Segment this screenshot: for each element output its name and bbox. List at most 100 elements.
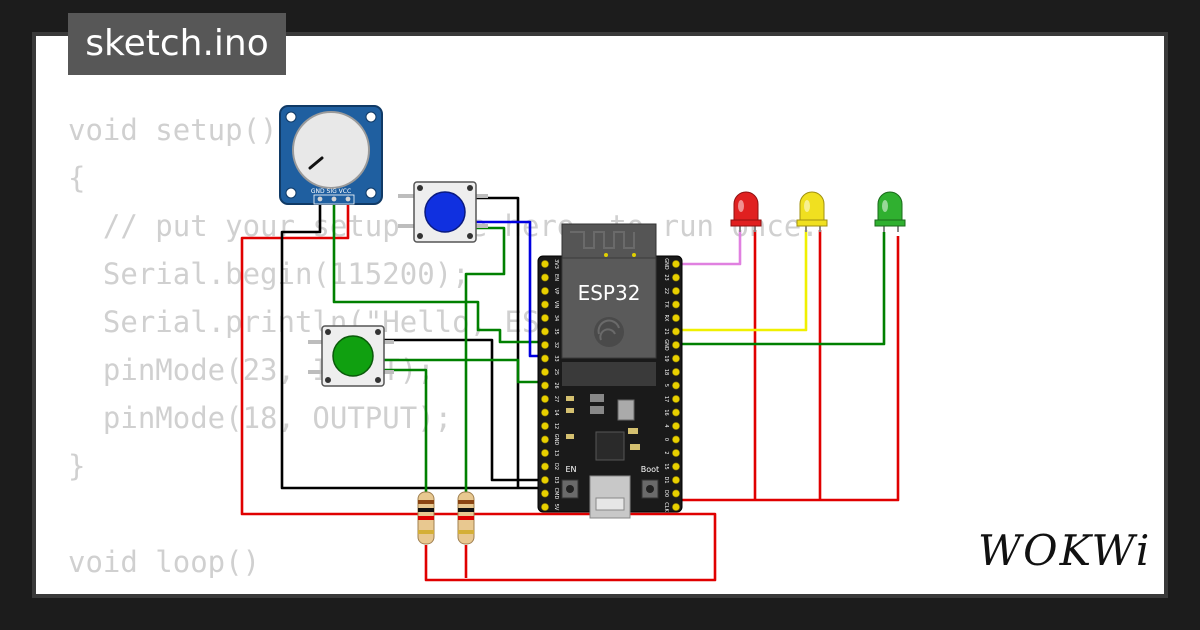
pin-pad[interactable] [541,287,549,295]
pin-pad[interactable] [672,327,680,336]
resistor[interactable] [457,491,475,545]
wire-black[interactable] [280,196,540,490]
code-line: } [68,449,86,483]
en-button-label: EN [565,465,576,474]
pin-pad[interactable] [672,489,680,498]
pin-label: 33 [553,355,559,361]
pin-pad[interactable] [541,489,549,498]
pin-pad[interactable] [672,462,680,471]
pin-label: 5V [553,504,559,511]
pin-pad[interactable] [541,395,549,403]
wire-green[interactable] [332,196,540,344]
pin-pad[interactable] [672,287,680,295]
pot-pin-label: GND SIG VCC [311,188,351,195]
pin-pad[interactable] [672,273,680,282]
pin-pad[interactable] [541,341,549,349]
usb-chip [595,431,625,461]
pin-pad[interactable] [541,422,549,430]
pin-label: 26 [553,382,559,388]
pin-label: D3 [553,476,559,483]
pin-label: 34 [553,315,559,321]
pin-pad[interactable] [541,327,549,336]
green-led[interactable] [874,191,906,232]
pin-pad[interactable] [541,354,549,363]
pin-label: 15 [663,463,669,469]
knob-indicator [308,156,324,170]
pin-pad[interactable] [672,314,680,322]
wire-black[interactable] [380,338,540,482]
pin-pad[interactable] [672,503,680,511]
file-tab[interactable]: sketch.ino [68,13,286,75]
pin-label: 18 [663,369,669,375]
wire-green[interactable] [380,358,540,384]
pin-label: GND [663,339,669,351]
pin-label: 21 [663,328,669,334]
wire-black[interactable] [476,196,520,488]
red-led[interactable] [730,191,762,232]
pin-pad[interactable] [672,408,680,417]
wire-green[interactable] [380,368,428,492]
pin-pad[interactable] [541,273,549,282]
pin-pad[interactable] [672,300,680,309]
pin-label: 32 [553,342,559,348]
pin-pad[interactable] [672,341,680,349]
pin-label: 5 [663,384,669,387]
code-line: { [68,161,86,195]
yellow-led[interactable] [796,191,828,232]
button-cap-icon[interactable] [424,191,466,233]
pin-pad[interactable] [672,260,680,268]
resistor[interactable] [417,491,435,545]
pin-label: 0 [663,438,669,441]
wire-yellow[interactable] [676,230,808,332]
pin-pad[interactable] [541,314,549,322]
blue-pushbutton[interactable] [398,181,488,243]
potentiometer[interactable]: GND SIG VCC [279,105,383,205]
button-cap-icon[interactable] [332,335,374,377]
board-name: ESP32 [578,281,641,305]
pin-label: 19 [663,355,669,361]
pin-pad[interactable] [672,422,680,430]
code-line: Serial.begin(115200); [68,257,470,291]
pin-pad[interactable] [672,354,680,363]
pin-pad[interactable] [672,449,680,457]
pin-pad[interactable] [541,260,549,268]
wire-green[interactable] [464,226,506,492]
pin-pad[interactable] [672,476,680,484]
pin-pad[interactable] [541,381,549,390]
green-pushbutton[interactable] [308,325,394,387]
antenna-module [561,223,657,261]
wire-blue[interactable] [476,220,540,358]
pin-label: VN [553,301,559,308]
pin-pad[interactable] [541,449,549,457]
pin-pad[interactable] [541,435,549,444]
left-pin-header: 3V3ENVPVN343532332526271412GND13D2D3CMD5… [541,259,559,511]
pin-pad[interactable] [541,368,549,376]
code-line: void loop() [68,545,261,579]
pin-pad[interactable] [672,435,680,444]
pcb-trace-area [562,362,656,386]
pin-label: RX [663,315,669,322]
pin-label: VP [553,288,559,294]
pin-label: 35 [553,328,559,334]
pin-pad[interactable] [541,476,549,484]
pin-label: 12 [553,423,559,429]
wire-red[interactable] [240,196,717,582]
pin-pad[interactable] [541,462,549,471]
pin-pad[interactable] [541,300,549,309]
wire-red[interactable] [676,236,900,502]
wire-green[interactable] [676,232,886,346]
pin-label: 4 [663,424,669,427]
pin-label: 13 [553,450,559,456]
pin-pad[interactable] [672,381,680,390]
knob-icon[interactable] [292,111,370,189]
wire-pink[interactable] [676,230,742,266]
pin-pad[interactable] [541,503,549,511]
esp32-board[interactable]: ESP32 EN Boot 3V3ENVPVN34353233252627141… [537,223,683,519]
pin-label: 17 [663,396,669,402]
pin-pad[interactable] [672,395,680,403]
pin-pad[interactable] [672,368,680,376]
pin-label: 22 [663,288,669,294]
pin-label: 23 [663,274,669,280]
pin-pad[interactable] [541,408,549,417]
